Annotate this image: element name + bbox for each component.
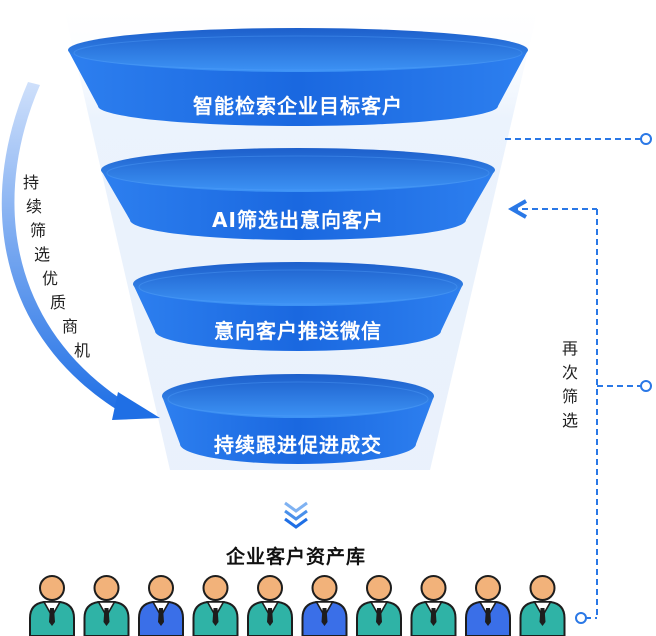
label-char: 商 xyxy=(62,317,78,336)
person-icon xyxy=(83,575,130,636)
person-icon xyxy=(138,575,184,636)
label-char: 筛 xyxy=(30,221,46,240)
label-char: 选 xyxy=(562,411,578,430)
stage-label: AI筛选出意向客户 xyxy=(212,208,384,232)
loop-node-top xyxy=(640,133,652,145)
stage-top xyxy=(68,28,528,72)
stage-top xyxy=(162,374,434,418)
person-icon xyxy=(301,575,348,636)
label-char: 筛 xyxy=(562,387,578,406)
funnel-stage-4: 持续跟进促进成交 xyxy=(162,374,434,464)
person-icon xyxy=(356,575,402,636)
people-row xyxy=(29,575,566,636)
label-char: 机 xyxy=(74,341,90,360)
stage-label: 持续跟进促进成交 xyxy=(214,433,382,457)
label-char: 优 xyxy=(42,269,58,288)
pool-title: 企业客户资产库 xyxy=(225,545,366,568)
label-char: 选 xyxy=(34,245,50,264)
person-icon xyxy=(29,575,75,636)
person-icon xyxy=(410,575,457,636)
stage-top xyxy=(133,262,463,306)
label-char: 续 xyxy=(26,197,42,216)
label-char: 持 xyxy=(23,173,39,192)
loop-node-bottom xyxy=(575,612,587,624)
loop-node-middle xyxy=(640,380,652,392)
person-icon xyxy=(192,575,239,636)
stage-label: 意向客户推送微信 xyxy=(214,319,382,343)
label-char: 次 xyxy=(562,363,578,382)
stage-label: 智能检索企业目标客户 xyxy=(193,94,403,118)
label-char: 再 xyxy=(562,339,578,358)
funnel-stage-3: 意向客户推送微信 xyxy=(133,262,463,351)
left-curved-arrow xyxy=(1,82,160,420)
person-icon xyxy=(519,575,566,636)
person-icon xyxy=(465,575,511,636)
funnel-stage-1: 智能检索企业目标客户 xyxy=(68,28,528,126)
person-icon xyxy=(247,575,293,636)
stage-top xyxy=(101,148,495,192)
double-chevron-down-icon xyxy=(284,501,308,529)
right-dashed-loop xyxy=(505,133,652,624)
arrow-head xyxy=(112,392,160,420)
funnel-stage-2: AI筛选出意向客户 xyxy=(101,148,495,240)
label-char: 质 xyxy=(50,293,66,312)
